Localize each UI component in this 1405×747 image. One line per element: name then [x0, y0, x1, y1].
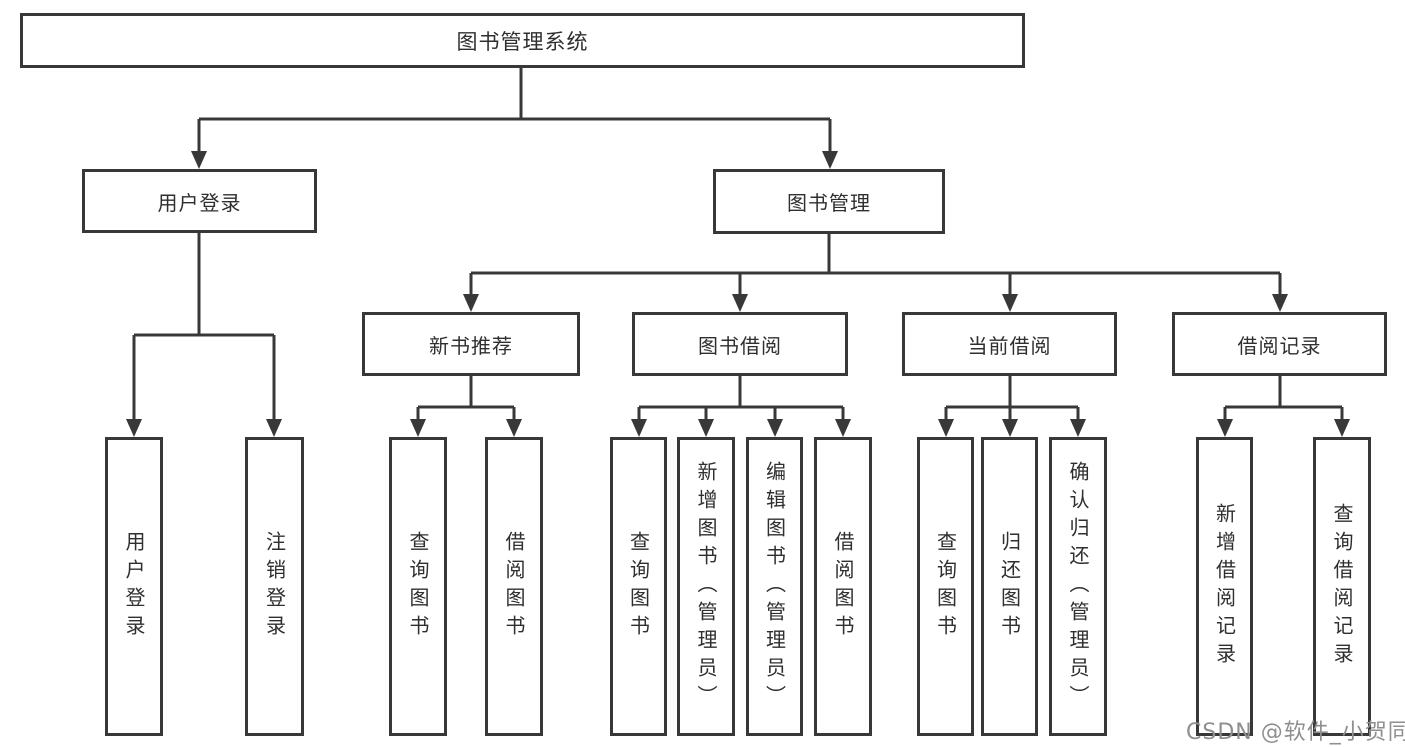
leaf-borrow-books-1: 借阅图书	[485, 437, 543, 736]
leaf-return-books: 归还图书	[981, 437, 1038, 736]
node-book-borrowing: 图书借阅	[632, 312, 848, 376]
leaf-user-login: 用户登录	[105, 437, 163, 736]
leaf-borrow-books-2: 借阅图书	[814, 437, 872, 736]
leaf-query-books-3: 查询图书	[917, 437, 974, 736]
node-user-login: 用户登录	[82, 169, 317, 233]
leaf-add-borrow-record-label: 新增借阅记录	[1212, 502, 1237, 671]
leaf-user-login-label: 用户登录	[122, 530, 146, 643]
node-new-book-recommend: 新书推荐	[362, 312, 580, 376]
leaf-query-books-2-label: 查询图书	[626, 530, 651, 643]
node-borrowing-records: 借阅记录	[1172, 312, 1387, 376]
leaf-borrow-books-2-label: 借阅图书	[831, 530, 855, 643]
leaf-query-books-2: 查询图书	[610, 437, 667, 736]
leaf-add-books-admin-label: 新增图书（管理员）	[694, 460, 718, 713]
leaf-return-books-label: 归还图书	[997, 530, 1022, 643]
node-current-borrowing: 当前借阅	[902, 312, 1117, 376]
leaf-logout: 注销登录	[245, 437, 304, 736]
leaf-logout-label: 注销登录	[262, 530, 287, 643]
leaf-confirm-return-admin-label: 确认归还（管理员）	[1066, 460, 1090, 713]
leaf-query-books-3-label: 查询图书	[933, 530, 958, 643]
leaf-edit-books-admin: 编辑图书（管理员）	[746, 437, 803, 736]
csdn-watermark: CSDN @软件_小贺同学	[1186, 720, 1405, 745]
node-book-management: 图书管理	[713, 169, 945, 234]
leaf-add-borrow-record: 新增借阅记录	[1196, 437, 1253, 736]
leaf-confirm-return-admin: 确认归还（管理员）	[1049, 437, 1107, 736]
leaf-query-books-1: 查询图书	[389, 437, 447, 736]
leaf-query-borrow-record: 查询借阅记录	[1313, 437, 1371, 736]
leaf-borrow-books-1-label: 借阅图书	[502, 530, 526, 643]
leaf-query-borrow-record-label: 查询借阅记录	[1330, 502, 1354, 671]
leaf-query-books-1-label: 查询图书	[406, 530, 430, 643]
leaf-edit-books-admin-label: 编辑图书（管理员）	[762, 460, 787, 713]
leaf-add-books-admin: 新增图书（管理员）	[677, 437, 735, 736]
node-library-management-system: 图书管理系统	[20, 13, 1025, 68]
